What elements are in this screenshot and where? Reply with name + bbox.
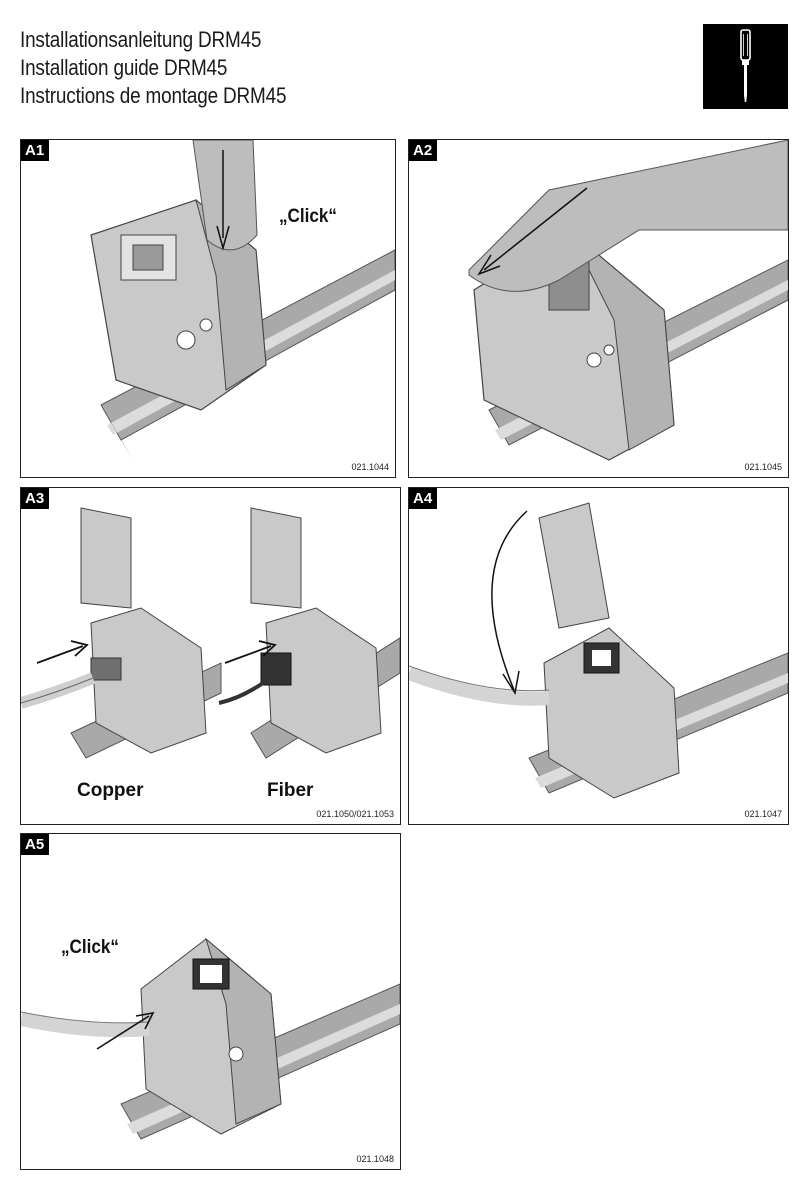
illustration-a5	[21, 937, 400, 1140]
copper-module-drawing	[21, 507, 222, 759]
title-english: Installation guide DRM45	[20, 55, 228, 80]
panel-a5: A5 „Click“ 021.1048	[20, 833, 401, 1170]
step-label-a5: A5	[21, 834, 50, 855]
reference-number-a1: 021.1044	[351, 462, 389, 472]
panel-a2: A2 021.1045	[408, 139, 789, 478]
step-label-a4: A4	[409, 488, 438, 509]
panel-a4: A4 021.1047	[408, 487, 789, 825]
title-block: Installationsanleitung DRM45 Installatio…	[20, 26, 330, 110]
illustration-a4	[409, 502, 788, 799]
step-label-a1: A1	[21, 140, 50, 161]
step-label-a2: A2	[409, 140, 438, 161]
caption-copper: Copper	[77, 780, 144, 801]
panel-a1: A1 „Click“ 021.1044	[20, 139, 396, 478]
title-german: Installationsanleitung DRM45	[20, 27, 262, 52]
illustration-a1	[90, 140, 395, 460]
caption-fiber: Fiber	[267, 780, 314, 801]
reference-number-a3: 021.1050/021.1053	[316, 809, 394, 819]
reference-number-a2: 021.1045	[744, 462, 782, 472]
illustration-a2	[468, 140, 788, 461]
fiber-module-drawing	[218, 507, 400, 759]
click-callout-a1: „Click“	[279, 206, 337, 227]
reference-number-a5: 021.1048	[356, 1154, 394, 1164]
reference-number-a4: 021.1047	[744, 809, 782, 819]
click-callout-a5: „Click“	[61, 937, 119, 958]
step-label-a3: A3	[21, 488, 50, 509]
title-french: Instructions de montage DRM45	[20, 83, 287, 108]
panel-a3: A3 Copper Fiber 021.1050/021.1053	[20, 487, 401, 825]
screwdriver-icon	[703, 24, 788, 109]
illustration-a3	[21, 507, 400, 759]
